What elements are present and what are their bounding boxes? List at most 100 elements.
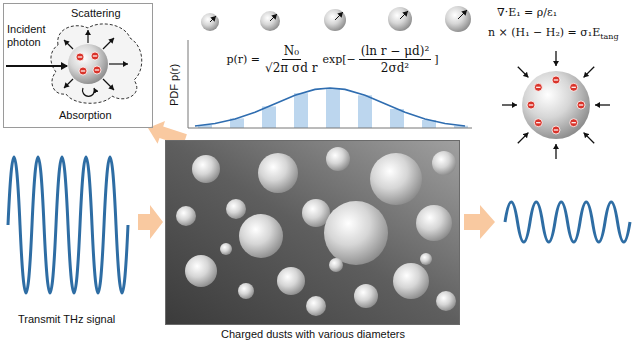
dust-particle <box>354 284 378 308</box>
inset-panel: Incident photon ScatteringAbsorption <box>3 3 153 128</box>
ball <box>445 6 471 32</box>
bar <box>294 93 308 128</box>
dust-particle <box>239 214 283 258</box>
charge-symbol <box>91 52 99 60</box>
dust-particle <box>226 199 246 219</box>
charge-symbol <box>534 83 542 91</box>
field-arrow <box>595 104 610 105</box>
field-arrow <box>584 67 595 78</box>
dust-panel: Charged dusts with various diameters <box>165 140 460 325</box>
dust-particle <box>416 205 452 241</box>
radius-arrow <box>458 10 467 19</box>
charge-symbol <box>76 53 84 61</box>
radius-arrow <box>270 14 277 21</box>
dust-particle <box>277 267 305 295</box>
dust-particle <box>326 147 350 171</box>
field-arrow <box>555 144 556 159</box>
fraction: (ln r − μd)²2σd² <box>359 44 431 75</box>
formula-part: ] <box>434 53 438 66</box>
y-axis <box>188 40 189 128</box>
bar <box>390 109 404 128</box>
scatter-arrow <box>109 63 128 64</box>
charge-symbol <box>79 67 87 75</box>
pdf-formula: p(r) =N₀√2π σd rexp[−(ln r − μd)²2σd²] <box>205 44 460 75</box>
x-axis <box>188 128 472 129</box>
flow-arrow <box>464 205 495 239</box>
ball <box>324 9 346 31</box>
inset-label: Scattering <box>71 7 121 20</box>
dust-particle <box>393 263 429 299</box>
subscript: tang <box>600 32 618 41</box>
formula-part: N₀ <box>282 44 301 60</box>
wave-label: Transmit THz signal <box>18 313 115 326</box>
field-arrow <box>518 133 529 144</box>
charge-symbol <box>527 101 535 109</box>
dust-particle <box>436 291 456 311</box>
field-arrows <box>502 51 610 159</box>
size-balls <box>201 6 471 32</box>
field-arrow <box>518 67 529 78</box>
scatter-arrow <box>87 30 88 43</box>
formula-part: exp[− <box>322 53 355 66</box>
dust-particle <box>370 153 422 205</box>
fraction: N₀√2π σd r <box>263 44 319 75</box>
ball <box>260 11 280 31</box>
dust-particle <box>258 153 298 193</box>
bar <box>326 88 340 128</box>
absorption-arrow <box>82 88 94 96</box>
scatter-arrow <box>103 38 114 49</box>
field-arrow <box>502 104 517 105</box>
charge-symbol <box>552 76 560 84</box>
radius-arrow <box>210 16 216 22</box>
thz-wave-in <box>8 157 128 293</box>
field-arrow <box>555 51 556 66</box>
dust-particle <box>324 201 388 265</box>
charged-sphere <box>522 71 590 139</box>
dust-sphere <box>68 44 108 84</box>
equation-line: n × (H₁ − H₂) = σ₁Etang <box>488 26 619 43</box>
charge-symbol <box>577 101 585 109</box>
thz-wave-out <box>505 202 630 242</box>
formula-part: (ln r − μd)² <box>359 44 431 60</box>
dust-particle <box>420 253 432 265</box>
dust-particle <box>185 255 217 287</box>
charge-symbol <box>570 119 578 127</box>
charge-symbol <box>570 83 578 91</box>
inset-label: Absorption <box>59 109 112 122</box>
dust-particle <box>220 243 232 255</box>
equation: ∇·E₁ = ρ/ε₁ <box>497 6 557 19</box>
caption: Charged dusts with various diameters <box>221 328 405 341</box>
dust-particle <box>176 206 196 226</box>
field-arrow <box>584 133 595 144</box>
charge-symbol <box>534 119 542 127</box>
charge-symbol <box>93 66 101 74</box>
incident-arrow <box>6 65 67 67</box>
dust-particle <box>432 151 456 175</box>
scatter-arrow <box>64 79 73 88</box>
scattering-arrows <box>64 30 128 90</box>
dust-particle <box>329 258 343 272</box>
dust-particles <box>166 141 459 324</box>
charge-symbol <box>552 126 560 134</box>
flow-arrow <box>138 205 163 239</box>
formula-part: 2σd² <box>379 60 411 75</box>
inset-label: Incident photon <box>7 23 59 49</box>
bar <box>358 95 372 128</box>
ball <box>201 13 219 31</box>
histogram-bars <box>198 88 468 128</box>
scatter-arrow <box>64 40 73 49</box>
axis-label: PDF p(r) <box>168 64 181 106</box>
radius-arrow <box>335 12 343 20</box>
scatter-arrow <box>103 79 114 90</box>
radius-arrow <box>400 11 408 19</box>
dust-particle <box>192 155 220 183</box>
scattering-region <box>51 24 142 103</box>
formula-part: √2π σd r <box>263 60 319 75</box>
bar <box>262 106 276 128</box>
formula-part: p(r) = <box>226 53 260 66</box>
pdf-curve <box>195 88 465 126</box>
ball <box>388 7 412 31</box>
dust-particle <box>238 283 254 299</box>
equation: n × (H₁ − H₂) = σ₁E <box>488 26 600 39</box>
dust-particle <box>306 296 326 316</box>
